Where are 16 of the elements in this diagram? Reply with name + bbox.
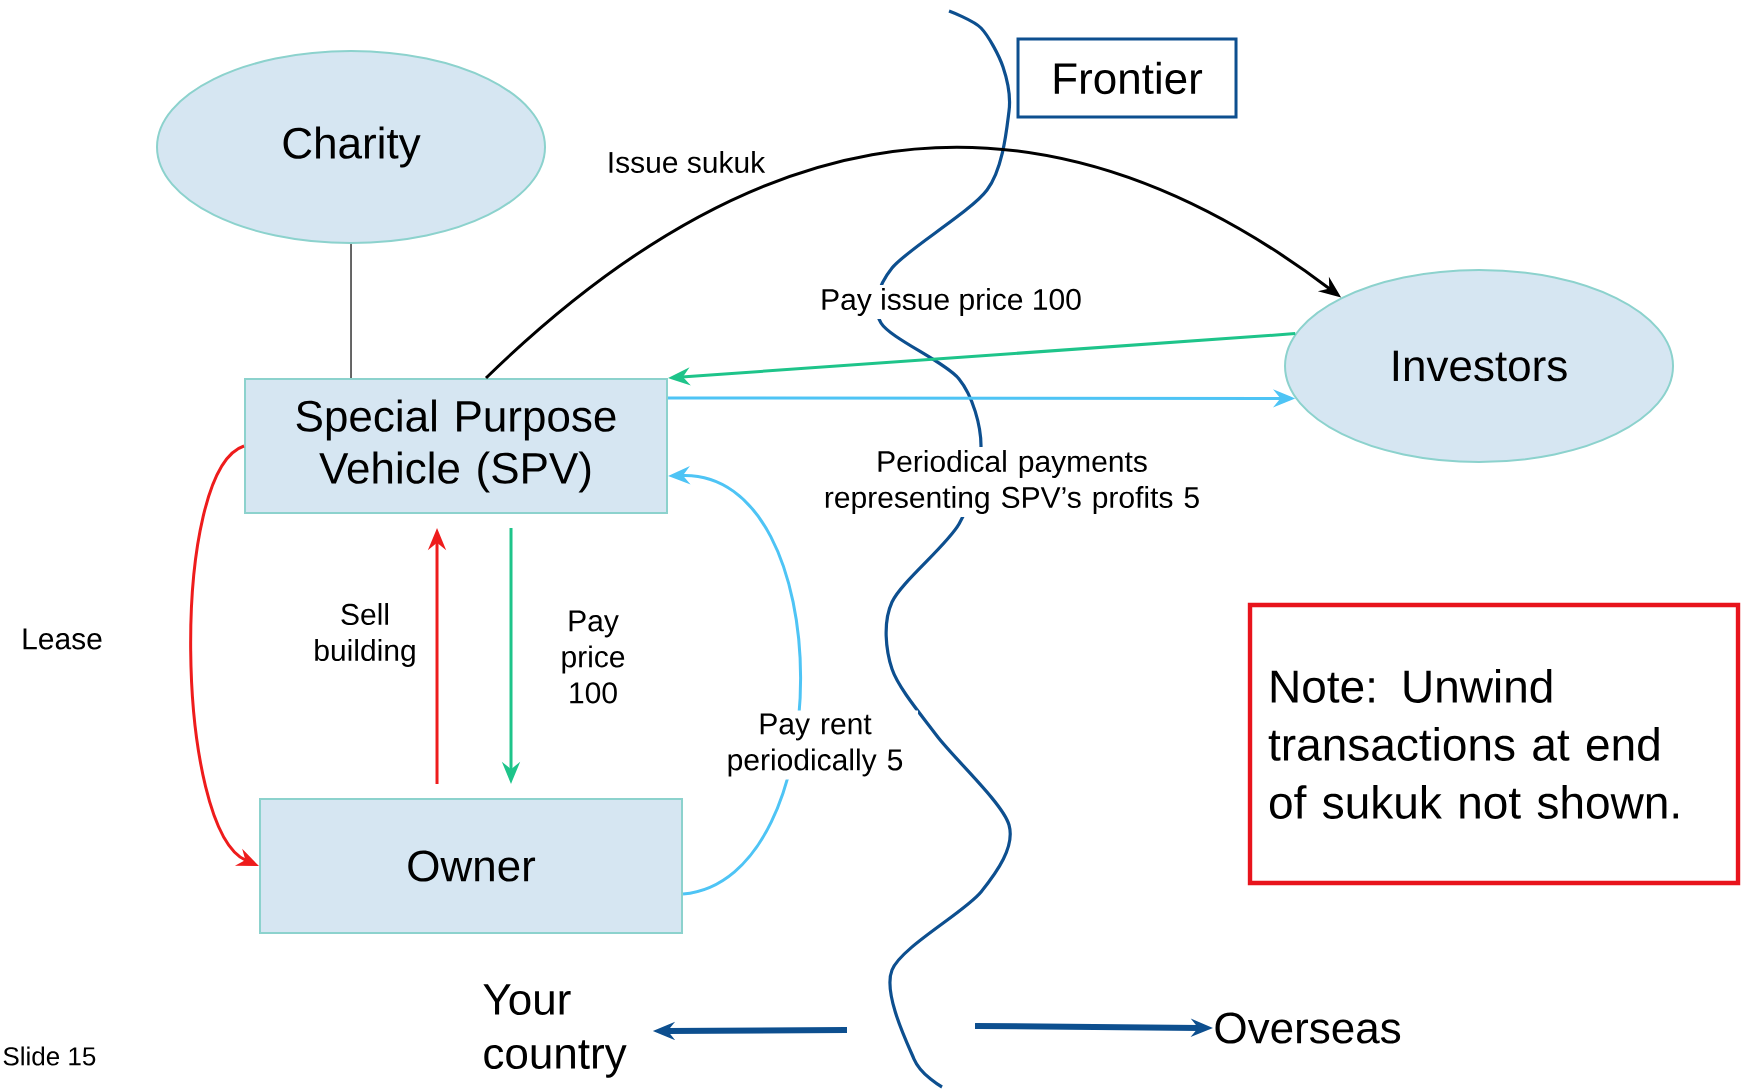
note-box: Note: Unwind transactions at end of sukuk not shown. [1247,602,1741,886]
region-label: Your country [483,984,627,1078]
edge-label: Pay issue price 100 [817,285,1085,319]
edge-label: Lease [18,625,106,653]
ellipse-node: Investors [1284,269,1674,463]
edge-label: Pay price 100 [550,607,636,707]
ellipse-node: Charity [156,50,546,244]
process-box: Special Purpose Vehicle (SPV) [244,378,668,514]
edge-label: Periodical payments representing SPV’s profits 5 [809,447,1215,517]
slide-number: Slide 15 [3,1046,96,1066]
edge-label: Pay rent periodically 5 [712,710,918,780]
frontier-box: Frontier [1016,37,1238,119]
process-box: Owner [259,798,683,934]
region-label: Overseas [1215,1012,1401,1044]
edge-label: Issue sukuk [603,148,769,176]
edge-label: Sell building [300,600,430,670]
